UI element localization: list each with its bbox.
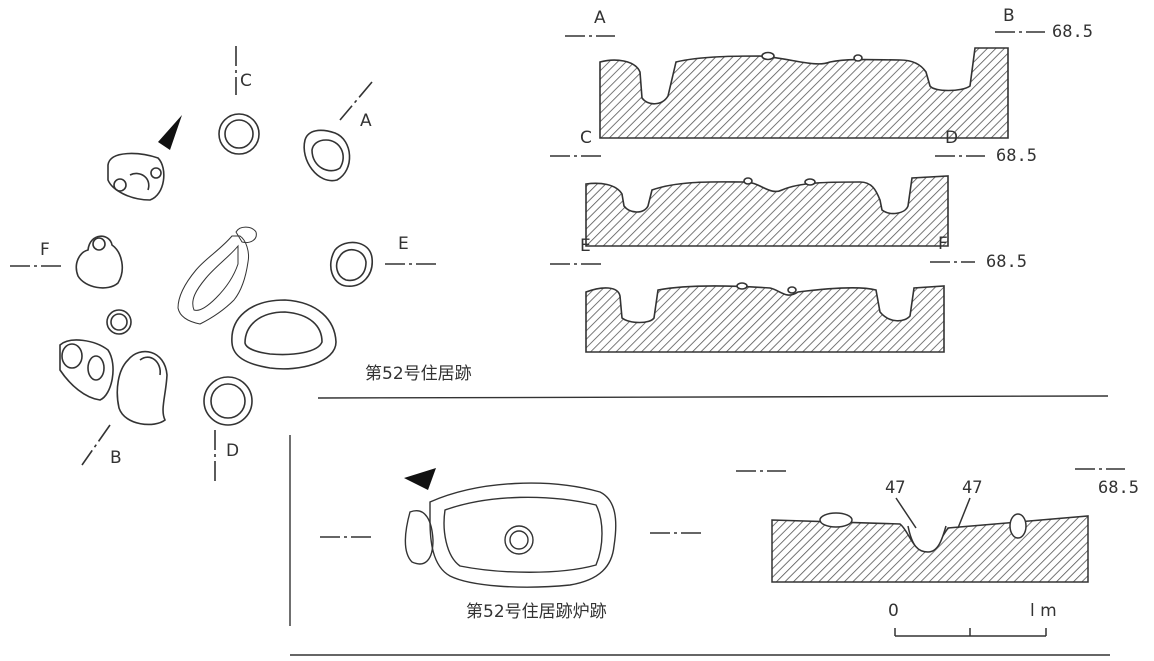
section-ef-left-label: E bbox=[580, 236, 591, 256]
post-hole-d bbox=[203, 376, 253, 426]
post-hole-b bbox=[116, 350, 168, 426]
section-ef-elevation: 68.5 bbox=[986, 252, 1027, 272]
dwelling-plan bbox=[10, 46, 440, 482]
frame-lines bbox=[289, 395, 1110, 656]
plan-caption: 第52号住居跡 bbox=[365, 364, 472, 384]
north-arrow-icon bbox=[404, 468, 436, 490]
post-hole-small bbox=[106, 309, 132, 335]
post-hole-a bbox=[303, 129, 351, 182]
hearth-elevation: 68.5 bbox=[1098, 478, 1139, 498]
section-ab-left-label: A bbox=[594, 8, 606, 28]
post-hole-f bbox=[75, 235, 124, 289]
hearth-caption: 第52号住居跡炉跡 bbox=[466, 602, 607, 622]
label-e: E bbox=[398, 234, 409, 254]
section-ab-elevation: 68.5 bbox=[1052, 22, 1093, 42]
section-profile-ef bbox=[585, 285, 945, 353]
label-b: B bbox=[110, 448, 122, 468]
label-d: D bbox=[226, 441, 240, 461]
label-a: A bbox=[360, 111, 372, 131]
pit-large bbox=[231, 299, 337, 370]
scale-bar bbox=[894, 628, 1047, 637]
hearth-in-plan bbox=[177, 226, 257, 325]
section-cd-elevation: 68.5 bbox=[996, 146, 1037, 166]
section-ab-right-label: B bbox=[1003, 6, 1015, 26]
label-f: F bbox=[40, 240, 50, 260]
section-ef-right-label: F bbox=[938, 234, 948, 254]
section-cd-left-label: C bbox=[580, 128, 592, 148]
hearth-section bbox=[736, 468, 1125, 583]
north-arrow-icon bbox=[158, 115, 182, 150]
section-line-b bbox=[81, 424, 111, 466]
post-hole-e bbox=[330, 241, 373, 287]
label-c: C bbox=[240, 71, 252, 91]
scale-end-label: l m bbox=[1030, 601, 1057, 621]
section-profile-ab bbox=[599, 47, 1009, 139]
post-hole-c bbox=[218, 113, 260, 155]
section-cd-right-label: D bbox=[945, 128, 959, 148]
post-hole-sw bbox=[59, 339, 114, 401]
hearth-plan bbox=[320, 468, 702, 588]
section-profiles bbox=[550, 31, 1045, 353]
scale-start-label: 0 bbox=[888, 601, 899, 621]
section-line-a bbox=[339, 81, 373, 121]
hearth-layer-label-2: 47 bbox=[962, 478, 983, 498]
section-profile-cd bbox=[585, 175, 949, 247]
hearth-layer-label-1: 47 bbox=[885, 478, 906, 498]
post-hole-nw bbox=[107, 152, 165, 201]
